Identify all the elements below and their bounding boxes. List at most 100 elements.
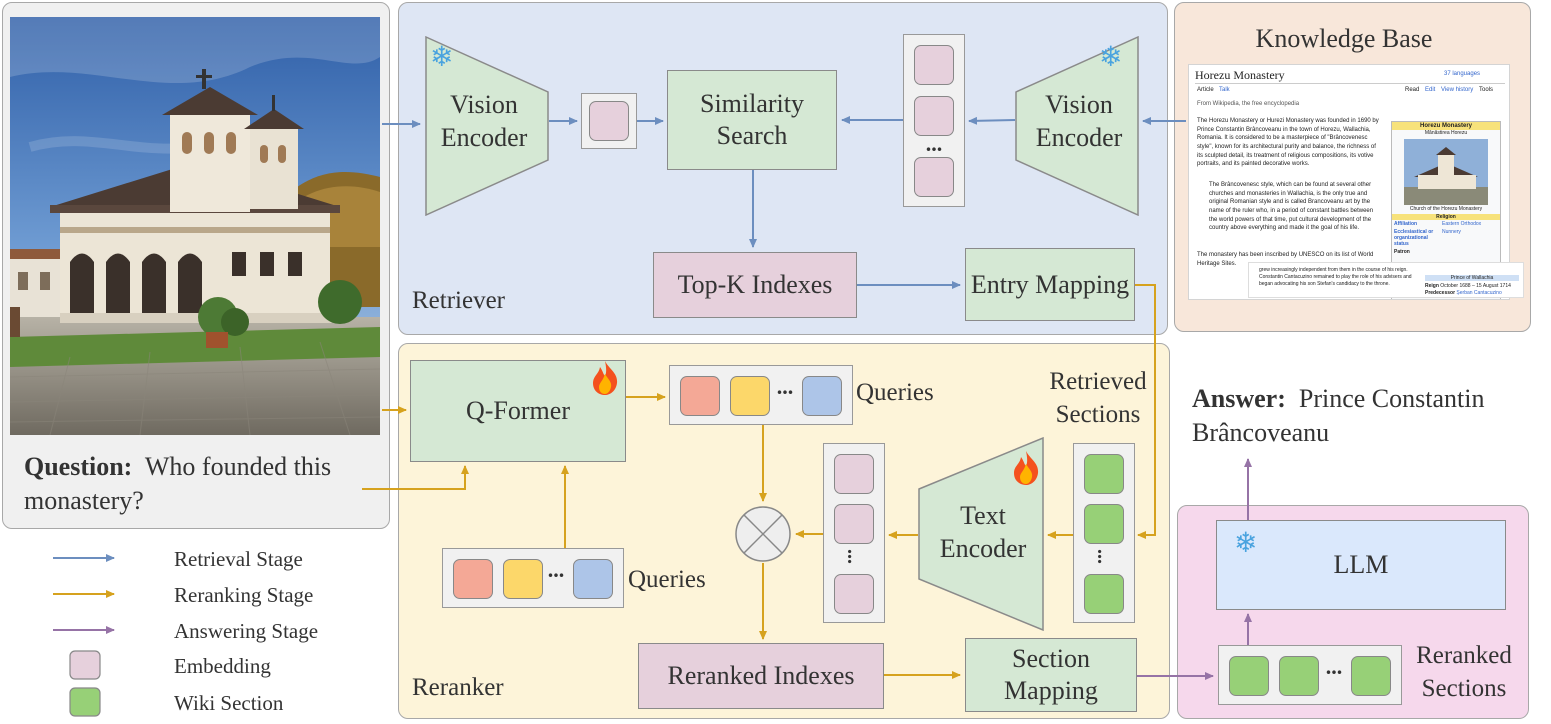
- multiply-operator: [734, 505, 792, 563]
- queries-top-container: ...: [669, 365, 853, 425]
- section-embedding-ellipsis: ...: [843, 548, 865, 564]
- vision-encoder-left-label: Vision Encoder: [440, 90, 528, 153]
- vision-encoder-right: Vision Encoder: [1015, 36, 1139, 216]
- wiki-eccl-key: Ecclesiastical or organizational status: [1394, 229, 1434, 247]
- wiki-paragraph-3: The monastery has been inscribed by UNES…: [1197, 252, 1374, 267]
- wiki-infobox-caption: Church of the Horezu Monastery: [1409, 206, 1483, 212]
- entry-mapping-box: Entry Mapping: [965, 248, 1135, 321]
- wiki-section: [1084, 504, 1124, 544]
- wiki-patron-key: Patron: [1394, 249, 1410, 255]
- retriever-panel-title: Retriever: [412, 287, 506, 314]
- retrieved-sections-label: Retrieved Sections: [1049, 368, 1147, 428]
- legend-swatch-embedding: [69, 650, 101, 680]
- similarity-search-box: Similarity Search: [667, 70, 837, 170]
- kb-embedding: [914, 45, 954, 85]
- topk-indexes-box: Top-K Indexes: [653, 252, 857, 318]
- snowflake-icon: ❄: [430, 42, 454, 73]
- wiki-section: [1351, 656, 1391, 696]
- wiki-infobox-title: Horezu Monastery: [1392, 122, 1500, 130]
- reranked-sections-ellipsis: ...: [1325, 654, 1343, 679]
- legend-reranking-label: Reranking Stage: [174, 583, 314, 607]
- section-embeddings-stack: ...: [823, 443, 885, 623]
- wiki-tab-article[interactable]: Article: [1197, 87, 1214, 93]
- reranked-sections-label: Reranked Sections: [1416, 642, 1512, 702]
- wiki-affiliation-key: Affiliation: [1394, 221, 1418, 227]
- flame-icon: [1010, 450, 1042, 486]
- query-token-blue: [573, 559, 613, 599]
- wiki-tab-read[interactable]: Read: [1405, 87, 1420, 93]
- query-embedding-container: [581, 93, 637, 149]
- queries-top-label: Queries: [856, 379, 934, 406]
- wiki-from: From Wikipedia, the free encyclopedia: [1197, 101, 1300, 107]
- wiki-infobox-religion: Religion: [1392, 214, 1500, 220]
- queries-bottom-ellipsis: ...: [547, 557, 565, 582]
- question-label: Question:: [24, 452, 133, 481]
- text-encoder: Text Encoder: [918, 437, 1044, 631]
- monastery-photo: [10, 17, 380, 435]
- reranker-panel-title: Reranker: [412, 674, 504, 701]
- legend: Retrieval Stage Reranking Stage Answerin…: [50, 544, 370, 724]
- wiki-paragraph-2: The Brâncovenesc style, which can be fou…: [1209, 182, 1374, 232]
- reranked-sections-container: ...: [1218, 645, 1402, 705]
- llm-box: LLM: [1216, 520, 1506, 610]
- answer-content: Prince Constantin Brâncoveanu: [1192, 384, 1485, 448]
- wiki-tab-tools[interactable]: Tools: [1479, 87, 1494, 93]
- vision-encoder-left: Vision Encoder: [425, 36, 549, 216]
- wiki-section: [1279, 656, 1319, 696]
- queries-top-ellipsis: ...: [776, 374, 794, 399]
- section-embedding: [834, 454, 874, 494]
- wiki-tab-edit[interactable]: Edit: [1425, 87, 1436, 93]
- wiki-reign-value: October 1688 – 15 August 1714: [1440, 283, 1511, 289]
- query-token-red: [453, 559, 493, 599]
- similarity-search-label: Similarity Search: [700, 89, 804, 150]
- qformer-box: Q-Former: [410, 360, 626, 462]
- section-embedding: [834, 504, 874, 544]
- query-token-red: [680, 376, 720, 416]
- legend-embedding-label: Embedding: [174, 654, 271, 678]
- legend-wiki-section-label: Wiki Section: [174, 691, 284, 715]
- query-token-yellow: [730, 376, 770, 416]
- vision-encoder-right-label: Vision Encoder: [1035, 90, 1123, 153]
- answer-label: Answer:: [1192, 384, 1286, 413]
- wiki-section: [1084, 574, 1124, 614]
- wiki-tab-history[interactable]: View history: [1441, 87, 1474, 93]
- reranked-indexes-label: Reranked Indexes: [667, 661, 855, 691]
- queries-bottom-container: ...: [442, 548, 624, 608]
- qformer-label: Q-Former: [466, 396, 570, 426]
- legend-answering-label: Answering Stage: [174, 619, 319, 643]
- queries-bottom-label: Queries: [628, 566, 706, 593]
- query-token-blue: [802, 376, 842, 416]
- section-mapping-box: Section Mapping: [965, 638, 1137, 712]
- snowflake-icon: ❄: [1234, 528, 1258, 559]
- wiki-affiliation-value[interactable]: Eastern Orthodox: [1442, 221, 1482, 227]
- wiki-prince: Prince of Wallachia: [1425, 275, 1519, 281]
- wiki-tab-talk[interactable]: Talk: [1219, 87, 1230, 93]
- section-embedding: [834, 574, 874, 614]
- wiki-paragraph-4: grew increasingly independent from them …: [1259, 267, 1412, 287]
- kb-embedding-ellipsis: ...: [925, 131, 943, 156]
- wiki-page-screenshot: Horezu Monastery 37 languages Article Ta…: [1188, 64, 1510, 300]
- wiki-pred-key: Predecessor: [1425, 290, 1456, 296]
- wiki-infobox-photo: [1404, 139, 1488, 205]
- text-encoder-label: Text Encoder: [939, 501, 1027, 564]
- section-mapping-label: Section Mapping: [1004, 644, 1098, 705]
- entry-mapping-label: Entry Mapping: [970, 269, 1130, 299]
- answer-text: Answer: Prince Constantin Brâncoveanu: [1192, 382, 1532, 451]
- wiki-paragraph-1: The Horezu Monastery or Hurezi Monastery…: [1197, 118, 1379, 168]
- topk-indexes-label: Top-K Indexes: [677, 270, 833, 300]
- question-content: Who founded this monastery?: [24, 452, 332, 516]
- wiki-eccl-value[interactable]: Nunnery: [1442, 229, 1461, 235]
- retrieved-sections-ellipsis: ...: [1093, 548, 1115, 564]
- reranked-indexes-box: Reranked Indexes: [638, 643, 884, 709]
- legend-swatch-wiki-section: [69, 687, 101, 717]
- kb-embeddings-stack: ...: [903, 34, 965, 207]
- retrieved-sections-stack: ...: [1073, 443, 1135, 623]
- snowflake-icon: ❄: [1099, 42, 1123, 73]
- query-token-yellow: [503, 559, 543, 599]
- kb-embedding: [914, 157, 954, 197]
- wiki-section: [1229, 656, 1269, 696]
- wiki-title: Horezu Monastery: [1195, 68, 1285, 82]
- wiki-pred-value[interactable]: Șerban Cantacuzino: [1456, 290, 1502, 296]
- wiki-languages[interactable]: 37 languages: [1444, 71, 1481, 77]
